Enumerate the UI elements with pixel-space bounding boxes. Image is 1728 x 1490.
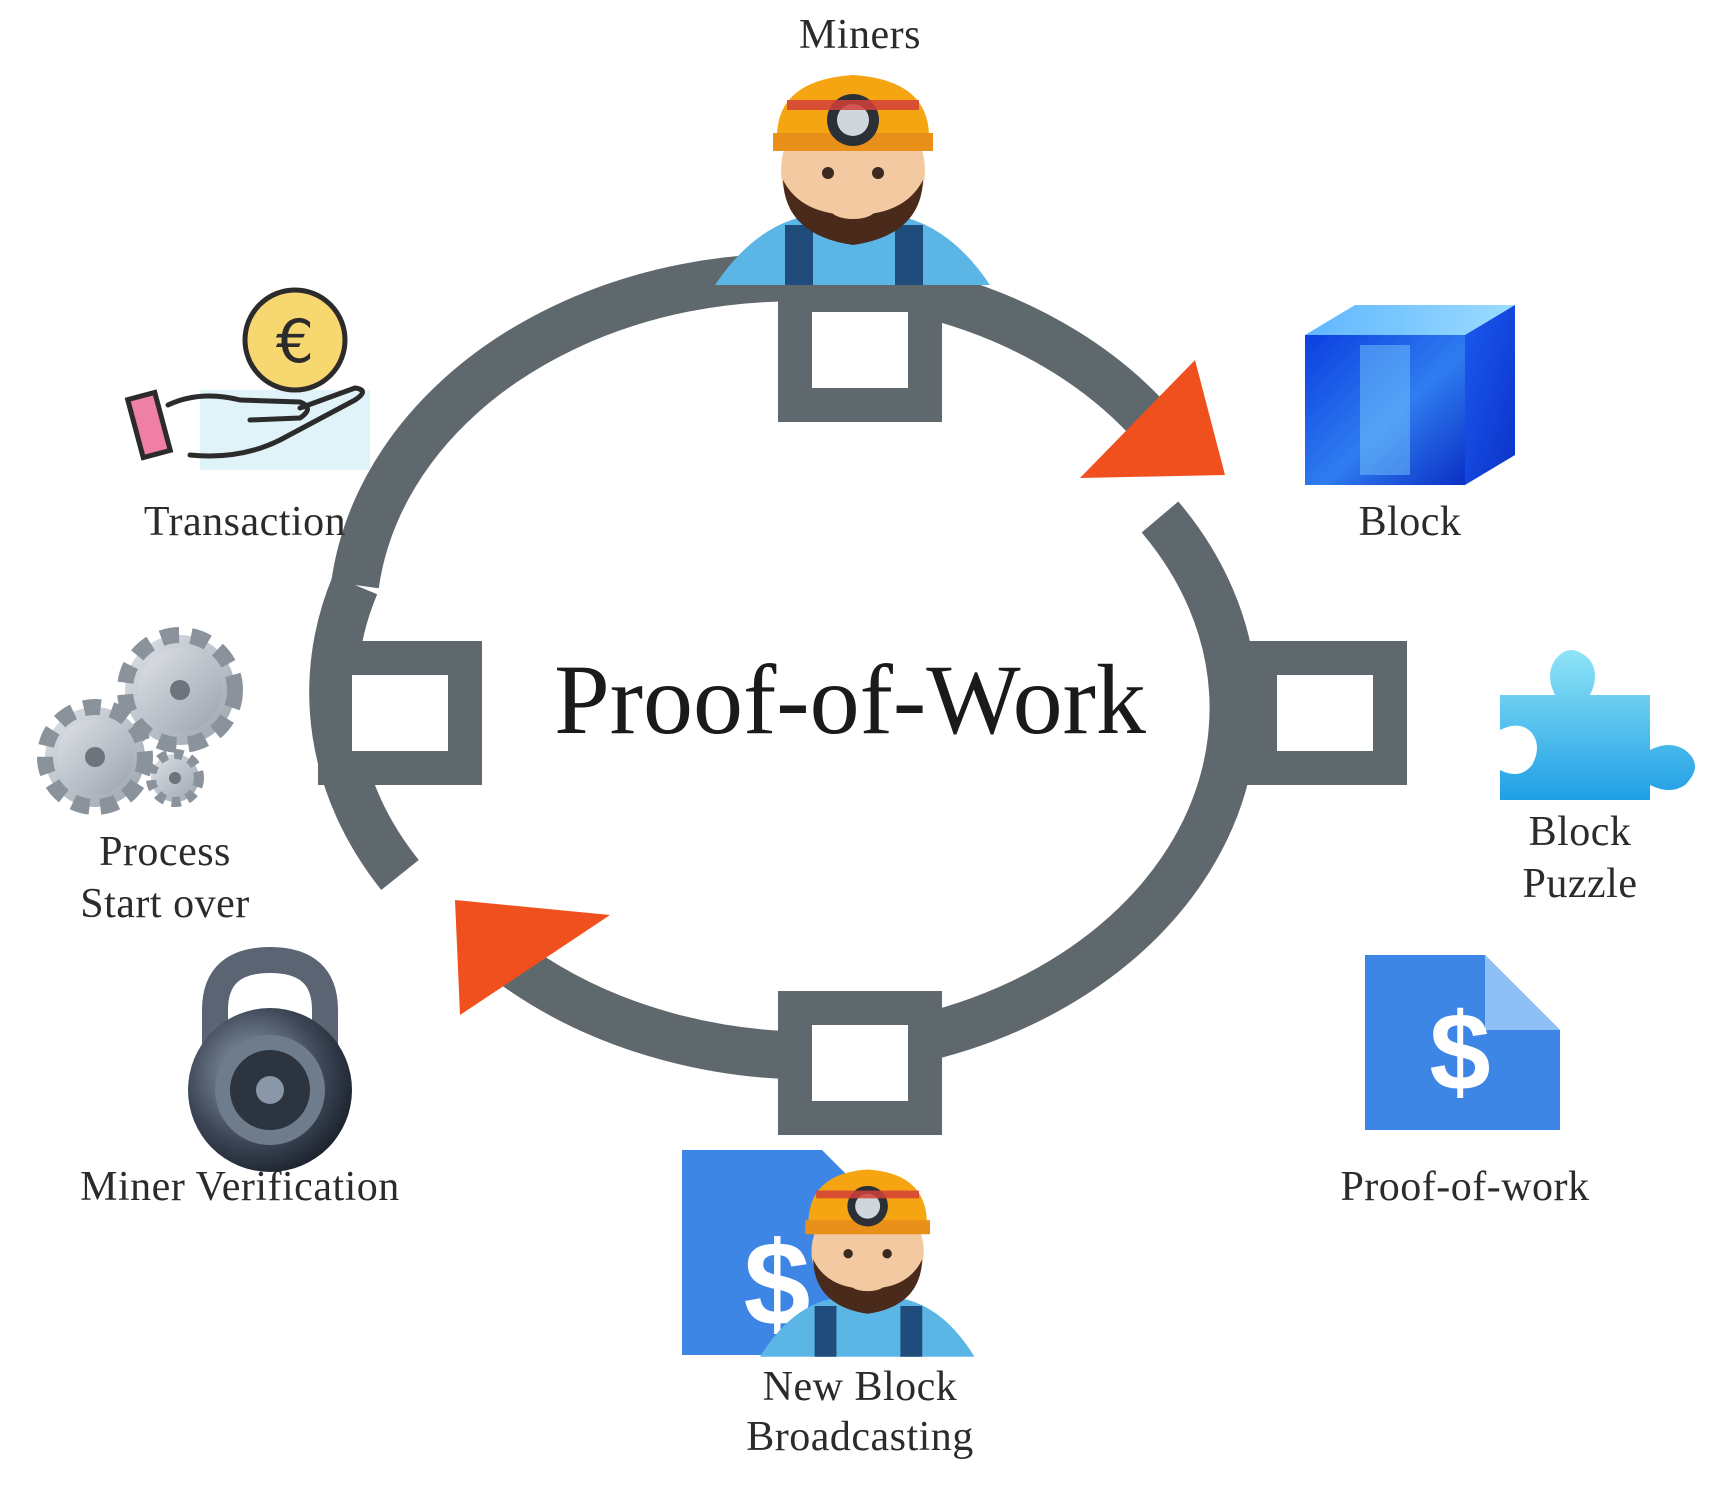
label-process-line2: Start over bbox=[80, 881, 250, 927]
label-proof-of-work-step: Proof-of-work bbox=[1340, 1164, 1590, 1210]
dollar-glyph: $ bbox=[1429, 991, 1490, 1114]
diagram-title: Proof-of-Work bbox=[554, 644, 1146, 755]
label-transaction: Transaction bbox=[143, 499, 347, 545]
label-process-line1: Process bbox=[99, 829, 231, 875]
miner-icon bbox=[715, 75, 990, 285]
label-block: Block bbox=[1358, 499, 1462, 545]
node-top bbox=[778, 278, 942, 422]
arrow-bottom-left bbox=[455, 900, 610, 1015]
label-block-puzzle-line1: Block bbox=[1528, 809, 1632, 855]
label-block-puzzle-line2: Puzzle bbox=[1522, 861, 1638, 907]
cube-icon bbox=[1305, 305, 1515, 485]
ring-arc-right bbox=[794, 501, 1258, 1077]
label-miner-verification: Miner Verification bbox=[80, 1164, 400, 1210]
label-new-block-line2: Broadcasting bbox=[746, 1414, 974, 1460]
label-miners: Miners bbox=[799, 12, 921, 58]
label-new-block-line1: New Block bbox=[762, 1364, 958, 1410]
ring-arc-top bbox=[331, 253, 1174, 589]
node-left bbox=[318, 641, 482, 785]
miner-icon-bottom bbox=[760, 1169, 975, 1357]
euro-glyph: € bbox=[276, 307, 314, 377]
puzzle-piece-icon bbox=[1500, 650, 1695, 800]
combination-lock-icon bbox=[188, 946, 352, 1172]
node-right bbox=[1243, 641, 1407, 785]
node-bottom bbox=[778, 991, 942, 1135]
gears-icon bbox=[37, 627, 243, 815]
coin-hand-icon: € bbox=[124, 287, 370, 470]
arrow-top-right bbox=[1080, 360, 1225, 478]
dollar-document-icon: $ bbox=[1365, 955, 1560, 1130]
